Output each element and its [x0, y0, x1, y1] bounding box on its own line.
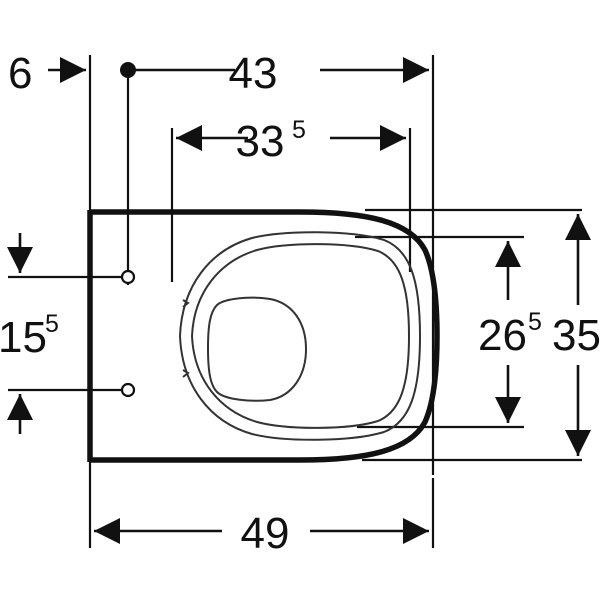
- seat-hinge-notch-lower: [182, 369, 190, 378]
- bowl-opening-contour: [206, 296, 308, 402]
- dimension-label-43: 43: [229, 49, 278, 98]
- dimension-label-26-5-superscript: 5: [528, 308, 542, 336]
- toilet-body-outline: [87, 209, 440, 463]
- dimension-label-33-5-superscript: 5: [292, 116, 306, 144]
- toilet-seat-ring: [178, 231, 422, 441]
- bowl-opening: [206, 296, 308, 402]
- dimension-label-15-5: 15: [0, 313, 47, 362]
- dimension-label-49: 49: [241, 509, 290, 558]
- dimension-label-6: 6: [8, 49, 32, 98]
- dimension-label-26-5: 26: [478, 311, 527, 360]
- mounting-hole-upper: [120, 269, 136, 285]
- dimension-label-26-5-group: 26 5: [478, 308, 542, 360]
- extension-lines: [8, 55, 582, 548]
- dimension-label-33-5-group: 33 5: [236, 116, 306, 166]
- dimension-43: [120, 57, 429, 83]
- body-profile-path: [90, 209, 440, 463]
- dimension-label-35: 35: [552, 311, 600, 360]
- dimension-label-33-5: 33: [236, 117, 285, 166]
- mounting-hole-lower: [120, 382, 136, 398]
- dimension-label-15-5-superscript: 5: [45, 310, 59, 338]
- dimension-origin-dot-43: [120, 62, 136, 78]
- seat-outer-contour: [178, 231, 422, 441]
- mounting-holes: [120, 269, 136, 398]
- seat-hinge-notch-upper: [182, 299, 190, 308]
- dimension-labels: 6 43 33 5 15 5 26 5 35 49: [0, 49, 600, 558]
- seat-inner-contour: [190, 243, 411, 429]
- dimension-label-15-5-group: 15 5: [0, 310, 59, 362]
